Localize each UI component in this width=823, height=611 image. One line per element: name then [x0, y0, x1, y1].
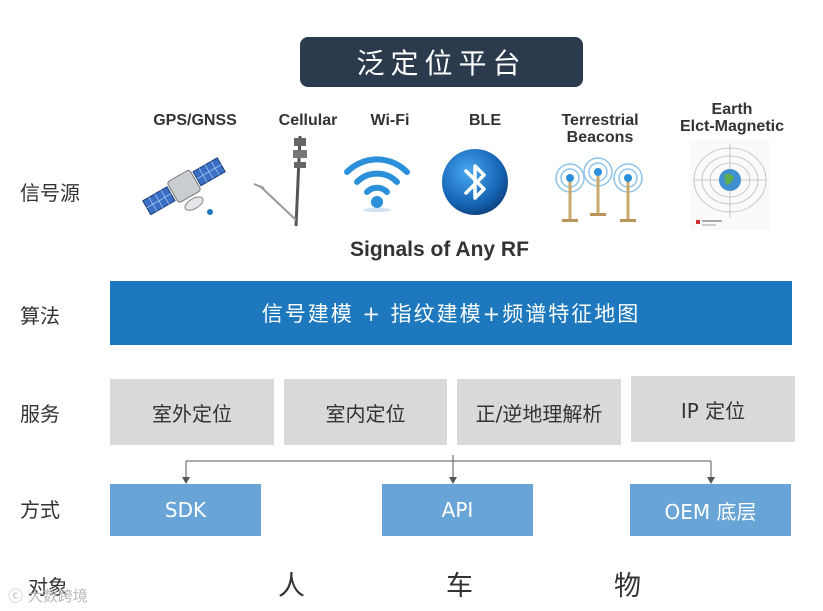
target-object: 物 — [614, 571, 641, 602]
page-title: 泛定位平台 — [300, 37, 583, 87]
row-label-target: 对象 — [28, 575, 68, 599]
arrow-head — [449, 477, 457, 484]
signal-label-cellular: Cellular — [278, 112, 338, 129]
signal-label-magnetic: Earth Elct-Magnetic — [679, 101, 784, 135]
target-vehicle: 车 — [446, 571, 473, 602]
cell-tower-icon — [253, 135, 307, 227]
mode-api: API — [382, 484, 533, 536]
watermark-logo-icon: ⓒ — [8, 587, 28, 605]
signals-caption: Signals of Any RF — [350, 238, 529, 261]
service-outdoor: 室外定位 — [110, 379, 274, 445]
mode-oem: OEM 底层 — [630, 484, 791, 536]
arrow-head — [707, 477, 715, 484]
watermark: ⓒ 大数跨境 — [8, 587, 88, 605]
row-label-mode: 方式 — [20, 498, 60, 522]
row-label-algorithm: 算法 — [20, 304, 60, 328]
beacons-icon — [555, 157, 643, 222]
algorithm-bar: 信号建模 + 指纹建模+频谱特征地图 — [110, 281, 792, 345]
wifi-icon — [344, 156, 410, 212]
service-geocoding: 正/逆地理解析 — [457, 379, 621, 445]
magnetic-field-icon — [690, 140, 770, 230]
row-label-service: 服务 — [20, 402, 60, 426]
signal-label-wifi: Wi-Fi — [370, 112, 410, 129]
service-ip: IP 定位 — [631, 376, 795, 442]
target-person: 人 — [278, 571, 305, 602]
arrow-head — [182, 477, 190, 484]
service-indoor: 室内定位 — [284, 379, 447, 445]
mode-connector — [182, 455, 715, 484]
bluetooth-icon — [442, 149, 508, 215]
signal-label-ble: BLE — [469, 112, 501, 129]
satellite-icon — [142, 157, 226, 216]
mode-sdk: SDK — [110, 484, 261, 536]
row-label-signal: 信号源 — [20, 181, 80, 205]
signal-label-beacons: Terrestrial Beacons — [561, 112, 639, 146]
signal-label-gps: GPS/GNSS — [153, 112, 237, 129]
